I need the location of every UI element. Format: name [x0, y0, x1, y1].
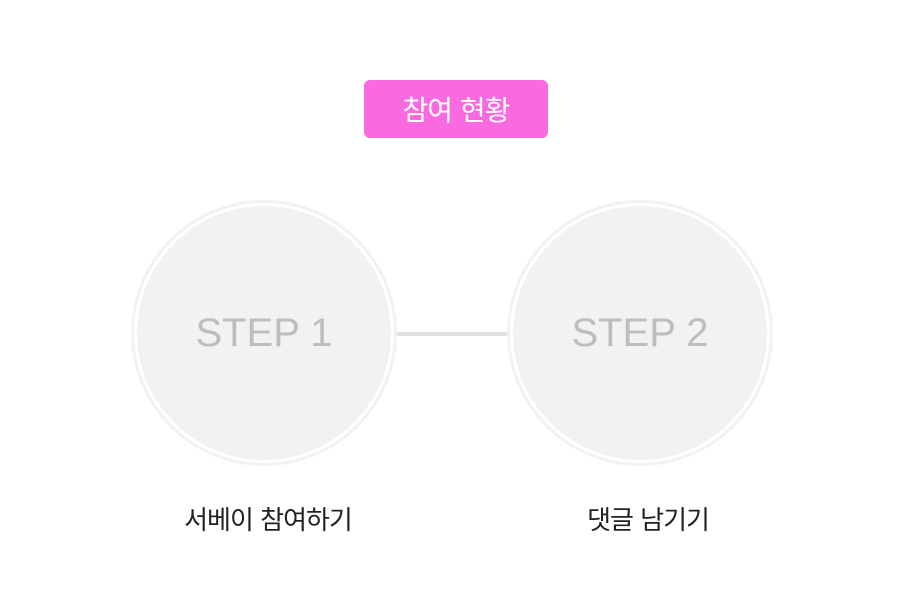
step-1-label: 서베이 참여하기: [184, 506, 353, 536]
step-1-circle: STEP 1: [131, 200, 397, 466]
step-2-circle: STEP 2: [507, 200, 773, 466]
participation-status-badge: 참여 현황: [364, 80, 548, 138]
step-2-label: 댓글 남기기: [587, 506, 710, 536]
step-2-title: STEP 2: [513, 206, 767, 460]
step-connector: [393, 332, 513, 336]
step-1-title: STEP 1: [137, 206, 391, 460]
